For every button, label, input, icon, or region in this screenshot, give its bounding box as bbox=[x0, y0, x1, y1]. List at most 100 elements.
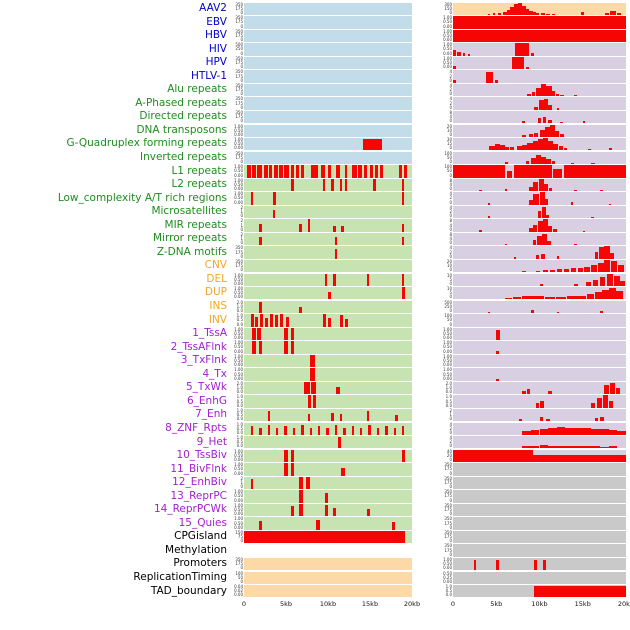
y-tick-label: 0 bbox=[449, 497, 452, 503]
y-tick-label: 1.00 bbox=[443, 557, 452, 562]
data-bar bbox=[549, 187, 553, 192]
track-label: Directed repeats bbox=[139, 110, 227, 123]
track-label: Low_complexity A/T rich regions bbox=[57, 191, 227, 204]
y-tick-label: 0 bbox=[240, 37, 243, 43]
track-label: G-Quadruplex forming repeats bbox=[66, 137, 227, 150]
data-bar bbox=[555, 93, 560, 97]
data-bar bbox=[257, 327, 261, 341]
data-bar bbox=[536, 403, 540, 408]
left-track-panel bbox=[244, 165, 412, 178]
data-bar bbox=[259, 521, 263, 530]
data-bar bbox=[539, 192, 545, 205]
data-bar bbox=[395, 415, 398, 422]
track-label: Methylation bbox=[165, 543, 227, 556]
y-tick-label: 0.0 bbox=[236, 402, 243, 408]
data-bar bbox=[506, 10, 511, 15]
y-tick-label: 1.00 bbox=[234, 462, 243, 468]
data-bar bbox=[513, 4, 518, 15]
y-tick-label: 2 bbox=[240, 231, 243, 237]
data-bar bbox=[385, 426, 388, 435]
y-tick-label: 0 bbox=[240, 578, 243, 584]
data-bar bbox=[292, 427, 296, 435]
data-bar bbox=[530, 310, 535, 313]
data-bar bbox=[496, 379, 499, 381]
y-tick-label: 4 bbox=[449, 421, 452, 427]
data-bar bbox=[306, 476, 310, 490]
y-tick-label: 4 bbox=[449, 245, 452, 251]
data-bar bbox=[299, 503, 303, 517]
y-tick-label: 0.0 bbox=[236, 416, 243, 422]
left-track-panel bbox=[244, 219, 412, 232]
data-bar bbox=[600, 190, 603, 192]
data-bar bbox=[593, 279, 599, 286]
data-bar bbox=[270, 314, 274, 327]
right-track-panel bbox=[453, 449, 626, 463]
data-bar bbox=[603, 384, 609, 395]
y-tick-label: 0.0 bbox=[236, 389, 243, 395]
data-bar bbox=[453, 16, 626, 29]
data-bar bbox=[617, 12, 621, 15]
y-tick-label: 0.00 bbox=[234, 186, 243, 192]
y-tick-label: 150 bbox=[444, 5, 452, 11]
data-bar bbox=[539, 417, 543, 422]
y-tick-label: 0 bbox=[449, 429, 452, 435]
y-tick-label: 150 bbox=[235, 529, 243, 535]
left-track-panel bbox=[244, 138, 412, 151]
y-tick-label: 0 bbox=[449, 131, 452, 137]
data-bar bbox=[522, 446, 531, 449]
y-tick-label: 4 bbox=[449, 435, 452, 441]
track-label: 8_ZNF_Rpts bbox=[165, 421, 227, 434]
y-tick-label: 100 bbox=[444, 313, 452, 319]
y-tick-label: 0.00 bbox=[234, 131, 243, 137]
right-track-panel bbox=[453, 368, 626, 381]
right-track-panel bbox=[453, 287, 626, 300]
y-tick-label: 0 bbox=[240, 565, 243, 571]
y-tick-label: 0 bbox=[240, 50, 243, 56]
data-bar bbox=[301, 165, 305, 178]
right-track-panel bbox=[453, 395, 626, 408]
y-tick-label: 0 bbox=[449, 267, 452, 273]
data-bar bbox=[311, 381, 317, 395]
track-label: HTLV-1 bbox=[190, 69, 227, 82]
y-tick-label: 0.25 bbox=[443, 574, 452, 580]
y-tick-label: 1.0 bbox=[236, 407, 243, 413]
data-bar bbox=[457, 52, 461, 56]
data-bar bbox=[522, 271, 526, 273]
data-bar bbox=[546, 418, 550, 422]
y-tick-label: 0 bbox=[449, 226, 452, 232]
y-tick-label: 0.50 bbox=[234, 520, 243, 526]
x-tick-label: 15kb bbox=[574, 600, 591, 609]
left-track-panel bbox=[244, 476, 412, 490]
data-bar bbox=[563, 268, 569, 273]
data-bar bbox=[608, 148, 613, 151]
data-bar bbox=[582, 230, 586, 232]
y-tick-label: 2 bbox=[240, 475, 243, 481]
y-tick-label: 175 bbox=[235, 154, 243, 160]
data-bar bbox=[401, 287, 406, 300]
data-bar bbox=[604, 259, 611, 273]
y-tick-label: 1.00 bbox=[234, 191, 243, 197]
data-bar bbox=[299, 307, 302, 313]
left-track-panel bbox=[244, 436, 412, 449]
data-bar bbox=[259, 224, 262, 232]
track-label: 14_ReprPCWk bbox=[153, 503, 227, 516]
left-track-panel bbox=[244, 97, 412, 110]
left-track-panel bbox=[244, 205, 412, 219]
data-bar bbox=[324, 492, 328, 503]
data-bar bbox=[526, 389, 530, 395]
